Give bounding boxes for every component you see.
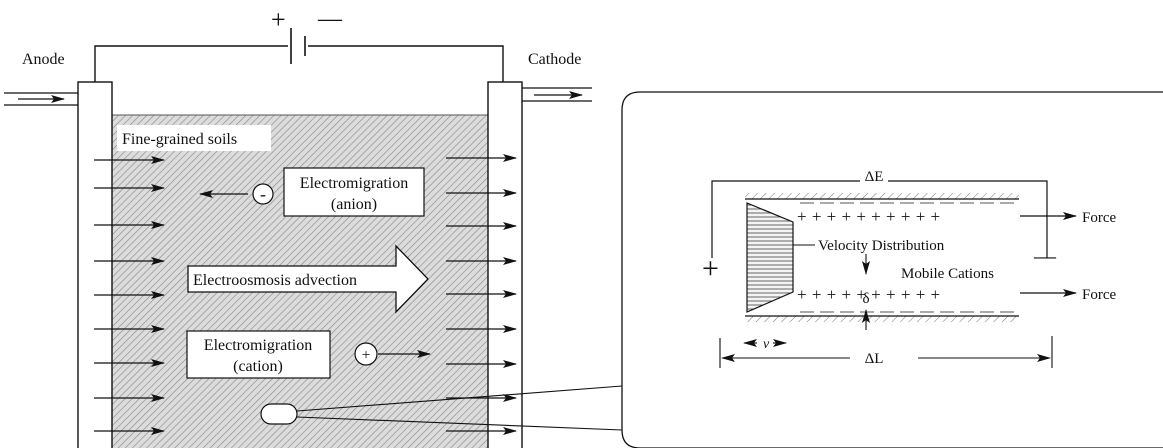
- mobile-cations-label: Mobile Cations: [901, 266, 994, 282]
- battery-minus-label: —: [317, 6, 343, 32]
- outflow-pipe: [522, 87, 592, 102]
- battery-icon: [290, 28, 306, 64]
- delta-label: δ: [862, 291, 869, 307]
- anion-sign: -: [260, 184, 266, 204]
- detail-left-plus: +: [702, 252, 719, 285]
- anion-circle: [252, 183, 274, 205]
- force-top-label: Force: [1082, 210, 1116, 226]
- capillary-bottom-wall: [745, 316, 1019, 322]
- delta-e-label: ΔE: [865, 169, 884, 185]
- velocity-profile: [746, 202, 794, 313]
- anode-flow-arrows: [94, 156, 165, 435]
- soil-label: Fine-grained soils: [122, 131, 237, 148]
- cation-sign: +: [361, 347, 370, 364]
- pore-ellipse: [260, 403, 298, 425]
- cathode-electrode: [487, 81, 523, 448]
- zoom-line-lower: [296, 416, 623, 431]
- velocity-distribution-label: Velocity Distribution: [818, 238, 945, 254]
- plus-row-bottom: + + + + + + + + + +: [797, 285, 941, 304]
- detail-right-minus: —: [1033, 243, 1057, 268]
- force-bottom-label: Force: [1082, 287, 1116, 303]
- em-anion-box: [283, 167, 425, 217]
- v-label: v: [763, 337, 770, 352]
- delta-l-label: ΔL: [865, 351, 884, 367]
- cation-circle: [354, 342, 378, 366]
- cathode-flow-arrows: [446, 154, 517, 435]
- em-cation-line2: (cation): [233, 358, 283, 375]
- anode-label: Anode: [22, 51, 65, 68]
- zoom-line-upper: [296, 385, 623, 412]
- anode-electrode: [77, 81, 113, 448]
- soil-label-box: [117, 125, 271, 151]
- circuit-wire: [94, 45, 504, 82]
- advection-arrow: [187, 244, 429, 314]
- em-cation-box: [186, 330, 331, 379]
- detail-panel: [621, 91, 1163, 448]
- delta-e-bg: [860, 168, 888, 186]
- cathode-label: Cathode: [528, 51, 581, 68]
- capillary-top-wall: [745, 193, 1019, 199]
- em-anion-line1: Electromigration: [300, 175, 408, 192]
- advection-label: Electroosmosis advection: [193, 272, 357, 289]
- em-anion-line2: (anion): [331, 196, 377, 213]
- plus-row-top: + + + + + + + + + +: [797, 207, 941, 226]
- em-cation-line1: Electromigration: [204, 337, 312, 354]
- battery-plus-label: +: [271, 5, 286, 34]
- inflow-pipe: [4, 92, 78, 106]
